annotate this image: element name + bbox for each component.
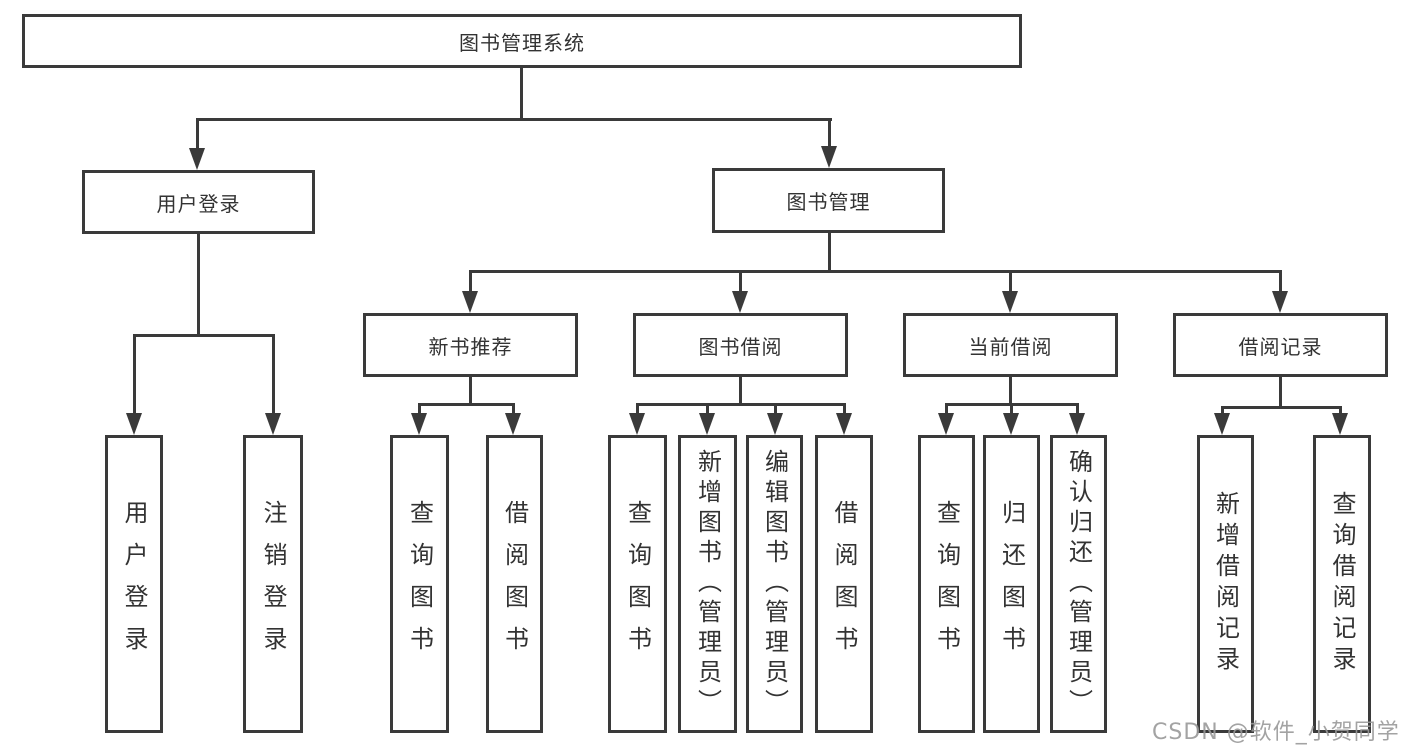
arrowhead-to-leaf-logout <box>265 413 281 435</box>
node-leaf-rec-borrow-book: 借阅图书 <box>486 435 543 733</box>
leaf-label: 查询图书 <box>932 500 961 668</box>
connector-to-new-book-recommend <box>469 270 472 292</box>
connector-book-management-bar <box>469 270 1282 273</box>
node-current-borrow: 当前借阅 <box>903 313 1118 377</box>
node-book-management: 图书管理 <box>712 168 945 233</box>
arrowhead-to-bb-query-book <box>629 413 645 435</box>
connector-new-book-recommend-stem <box>469 377 472 405</box>
connector-to-leaf-logout <box>272 334 275 413</box>
node-leaf-bb-borrow-book: 借阅图书 <box>815 435 873 733</box>
leaf-label: 确认归还（管理员） <box>1064 449 1093 719</box>
node-leaf-user-login: 用户登录 <box>105 435 163 733</box>
connector-root-bar <box>196 118 832 121</box>
arrowhead-to-current-borrow <box>1002 291 1018 313</box>
connector-book-borrow-stem <box>739 377 742 405</box>
leaf-label: 查询图书 <box>623 500 652 668</box>
connector-to-current-borrow <box>1009 270 1012 292</box>
node-borrow-record: 借阅记录 <box>1173 313 1388 377</box>
leaf-label: 查询借阅记录 <box>1328 491 1356 677</box>
connector-to-rec-borrow-book <box>512 403 515 413</box>
leaf-label: 查询图书 <box>405 500 434 668</box>
node-user-login: 用户登录 <box>82 170 315 234</box>
arrowhead-to-bb-borrow-book <box>836 413 852 435</box>
connector-to-bb-query-book <box>636 403 639 413</box>
connector-current-borrow-stem <box>1009 377 1012 405</box>
connector-to-book-management <box>828 118 831 148</box>
arrowhead-to-leaf-user-login <box>126 413 142 435</box>
leaf-label: 新增借阅记录 <box>1211 491 1240 677</box>
connector-to-br-add-record <box>1221 406 1224 413</box>
node-leaf-bb-edit-book: 编辑图书（管理员） <box>746 435 803 733</box>
connector-to-cb-query-book <box>945 403 948 413</box>
connector-to-rec-query-book <box>418 403 421 413</box>
connector-borrow-record-bar <box>1221 406 1342 409</box>
arrowhead-to-cb-return-book <box>1003 413 1019 435</box>
arrowhead-to-user-login <box>189 148 205 170</box>
arrowhead-to-cb-confirm-return <box>1069 413 1085 435</box>
connector-user-login-stem <box>197 234 200 336</box>
leaf-label: 编辑图书（管理员） <box>760 449 789 719</box>
leaf-label: 用户登录 <box>120 500 148 668</box>
connector-to-leaf-user-login <box>133 334 136 413</box>
leaf-label: 归还图书 <box>997 500 1026 668</box>
arrowhead-to-cb-query-book <box>938 413 954 435</box>
arrowhead-to-rec-query-book <box>411 413 427 435</box>
connector-to-cb-confirm-return <box>1076 403 1079 413</box>
node-library-management-system: 图书管理系统 <box>22 14 1022 68</box>
connector-to-bb-borrow-book <box>843 403 846 413</box>
connector-to-borrow-record <box>1279 270 1282 292</box>
node-new-book-recommend: 新书推荐 <box>363 313 578 377</box>
connector-to-book-borrow <box>739 270 742 292</box>
leaf-label: 新增图书（管理员） <box>693 449 722 719</box>
connector-book-management-stem <box>828 233 831 272</box>
node-leaf-cb-query-book: 查询图书 <box>918 435 975 733</box>
connector-to-bb-edit-book <box>774 403 777 413</box>
connector-book-borrow-bar <box>636 403 846 406</box>
node-leaf-bb-add-book: 新增图书（管理员） <box>678 435 737 733</box>
node-leaf-bb-query-book: 查询图书 <box>608 435 667 733</box>
arrowhead-to-bb-edit-book <box>767 413 783 435</box>
connector-to-user-login <box>196 118 199 150</box>
leaf-label: 借阅图书 <box>500 500 529 668</box>
leaf-label: 借阅图书 <box>830 500 858 668</box>
arrowhead-to-rec-borrow-book <box>505 413 521 435</box>
node-leaf-logout: 注销登录 <box>243 435 303 733</box>
arrowhead-to-new-book-recommend <box>462 291 478 313</box>
node-leaf-cb-confirm-return: 确认归还（管理员） <box>1050 435 1107 733</box>
connector-to-br-query-record <box>1339 406 1342 413</box>
csdn-watermark: CSDN @软件_小贺同学 <box>1152 720 1400 745</box>
connector-root-stem <box>520 68 523 120</box>
node-leaf-br-add-record: 新增借阅记录 <box>1197 435 1254 733</box>
arrowhead-to-borrow-record <box>1272 291 1288 313</box>
arrowhead-to-bb-add-book <box>699 413 715 435</box>
connector-user-login-bar <box>133 334 275 337</box>
connector-to-bb-add-book <box>706 403 709 413</box>
arrowhead-to-book-borrow <box>732 291 748 313</box>
connector-to-cb-return-book <box>1010 403 1013 413</box>
node-leaf-cb-return-book: 归还图书 <box>983 435 1040 733</box>
arrowhead-to-br-add-record <box>1214 413 1230 435</box>
node-book-borrow: 图书借阅 <box>633 313 848 377</box>
node-leaf-rec-query-book: 查询图书 <box>390 435 449 733</box>
node-leaf-br-query-record: 查询借阅记录 <box>1313 435 1371 733</box>
arrowhead-to-br-query-record <box>1332 413 1348 435</box>
arrowhead-to-book-management <box>821 146 837 168</box>
connector-new-book-recommend-bar <box>418 403 515 406</box>
leaf-label: 注销登录 <box>259 500 287 668</box>
connector-borrow-record-stem <box>1279 377 1282 408</box>
